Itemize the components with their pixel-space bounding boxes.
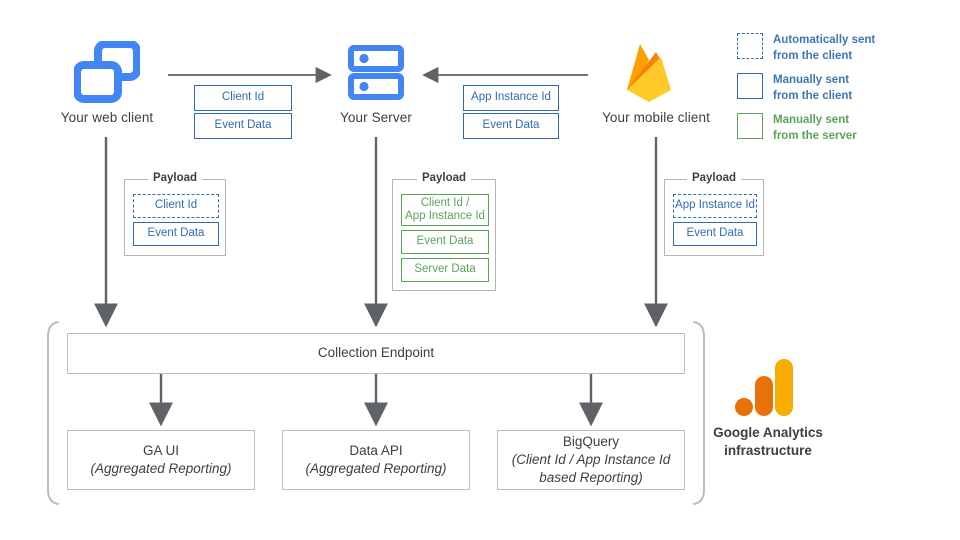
output-box-ga-ui: GA UI (Aggregated Reporting)	[67, 430, 255, 490]
output-subtitle-line2: based Reporting)	[539, 470, 643, 486]
infrastructure-bracket-right	[693, 321, 705, 505]
payload-item-line2: App Instance Id	[405, 210, 485, 222]
payload-item-app-instance-id: App Instance Id	[673, 194, 757, 218]
payload-item-event-data: Event Data	[673, 222, 757, 246]
payload-web-client: Payload Client Id Event Data	[124, 172, 226, 256]
output-box-bigquery: BigQuery (Client Id / App Instance Id ba…	[497, 430, 685, 490]
tag-web-event-data: Event Data	[194, 113, 292, 139]
infrastructure-bracket-left	[47, 321, 59, 505]
collection-endpoint-label: Collection Endpoint	[317, 345, 435, 361]
tag-web-client-id: Client Id	[194, 85, 292, 111]
server-racks-icon	[348, 45, 404, 101]
payload-item-line1: Client Id /	[420, 196, 470, 209]
payload-title: Payload	[416, 172, 472, 184]
legend-item-auto-client: Automatically sent from the client	[737, 33, 875, 64]
legend-swatch-solid-green-icon	[737, 113, 763, 139]
payload-title: Payload	[686, 172, 742, 184]
payload-item-client-id: Client Id	[133, 194, 219, 218]
legend-line1: Manually sent	[773, 114, 850, 126]
output-box-data-api: Data API (Aggregated Reporting)	[282, 430, 470, 490]
output-subtitle: (Client Id / App Instance Id	[511, 451, 671, 467]
google-analytics-bars-icon	[735, 358, 799, 418]
ga-caption-line1: Google Analytics	[713, 425, 823, 440]
legend-label: Manually sent from the client	[773, 73, 852, 104]
payload-mobile-client: Payload App Instance Id Event Data	[664, 172, 764, 256]
output-title: BigQuery	[562, 433, 620, 449]
payload-item-server-data: Server Data	[401, 258, 489, 282]
legend-item-manual-client: Manually sent from the client	[737, 73, 852, 104]
legend-item-manual-server: Manually sent from the server	[737, 113, 857, 144]
legend-line2: from the client	[773, 49, 853, 62]
legend-swatch-solid-blue-icon	[737, 73, 763, 99]
legend-label: Manually sent from the server	[773, 113, 857, 144]
tag-mobile-event-data: Event Data	[463, 113, 559, 139]
payload-title: Payload	[147, 172, 203, 184]
legend-line1: Automatically sent	[773, 34, 876, 46]
payload-item-event-data: Event Data	[133, 222, 219, 246]
tag-mobile-app-instance-id: App Instance Id	[463, 85, 559, 111]
ga-infrastructure-caption: Google Analytics infrastructure	[690, 424, 846, 460]
collection-endpoint-box: Collection Endpoint	[67, 333, 685, 374]
output-title: GA UI	[142, 442, 179, 458]
web-client-label: Your web client	[60, 110, 154, 125]
payload-server: Payload Client Id / App Instance Id Even…	[392, 172, 496, 291]
ga-caption-line2: infrastructure	[724, 443, 812, 459]
output-subtitle: (Aggregated Reporting)	[305, 461, 447, 476]
legend-label: Automatically sent from the client	[773, 33, 875, 64]
browser-windows-icon	[73, 40, 141, 103]
legend-line1: Manually sent	[773, 74, 850, 86]
output-title: Data API	[349, 442, 403, 458]
payload-item-client-id-app-instance-id: Client Id / App Instance Id	[401, 194, 489, 226]
legend-line2: from the client	[773, 89, 853, 102]
output-subtitle: (Aggregated Reporting)	[90, 461, 232, 476]
payload-item-event-data: Event Data	[401, 230, 489, 254]
legend-swatch-dashed-blue-icon	[737, 33, 763, 59]
server-label: Your Server	[340, 110, 412, 125]
legend-line2: from the server	[773, 129, 857, 142]
mobile-client-label: Your mobile client	[602, 110, 710, 125]
firebase-flame-icon	[618, 38, 680, 104]
